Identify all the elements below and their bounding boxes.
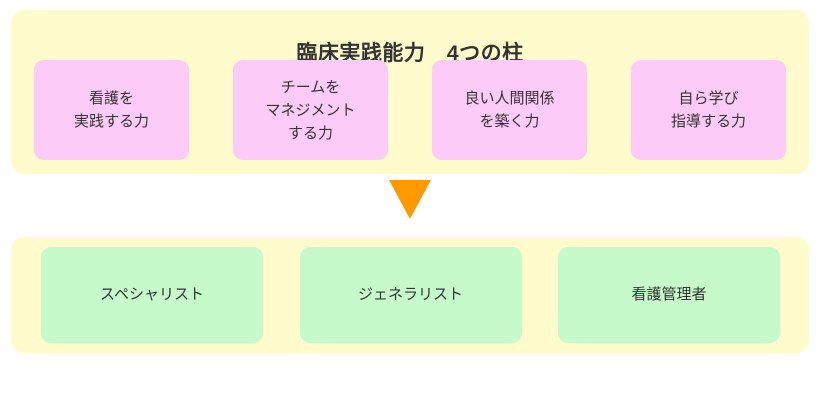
- pillar-box-human-relations[interactable]: 良い人間関係 を築く力: [432, 60, 587, 160]
- down-arrow-icon: [389, 180, 431, 219]
- role-box-group: スペシャリスト ジェネラリスト 看護管理者: [41, 247, 780, 343]
- pillar-label-line: 実践する力: [73, 113, 149, 130]
- pillar-label-line: 自ら学び: [678, 90, 739, 107]
- role-box-nurse-manager[interactable]: 看護管理者: [558, 247, 780, 343]
- pillar-label-line: 看護を: [88, 90, 134, 107]
- role-box-specialist[interactable]: スペシャリスト: [41, 247, 263, 343]
- pillar-label-line: を築く力: [479, 113, 540, 130]
- pillar-box-nursing-practice[interactable]: 看護を 実践する力: [34, 60, 189, 160]
- pillar-box-group: 看護を 実践する力 チームを マネジメント する力 良い人間関係 を築く力 自ら…: [34, 60, 786, 160]
- pillar-label-line: 良い人間関係: [464, 90, 555, 107]
- page-title: 臨床実践能力 4つの柱: [296, 42, 524, 66]
- pillar-label-line: 指導する力: [670, 113, 746, 130]
- pillar-label-line: する力: [287, 124, 333, 142]
- role-label: ジェネラリスト: [357, 286, 463, 303]
- pillar-label-line: チームを: [280, 78, 341, 96]
- role-box-generalist[interactable]: ジェネラリスト: [299, 247, 522, 343]
- pillar-box-team-management[interactable]: チームを マネジメント する力: [233, 60, 388, 160]
- pillar-box-self-learning-teaching[interactable]: 自ら学び 指導する力: [631, 60, 786, 160]
- pillar-label-line: マネジメント: [265, 101, 356, 119]
- role-label: 看護管理者: [631, 286, 707, 303]
- role-label: スペシャリスト: [100, 286, 204, 303]
